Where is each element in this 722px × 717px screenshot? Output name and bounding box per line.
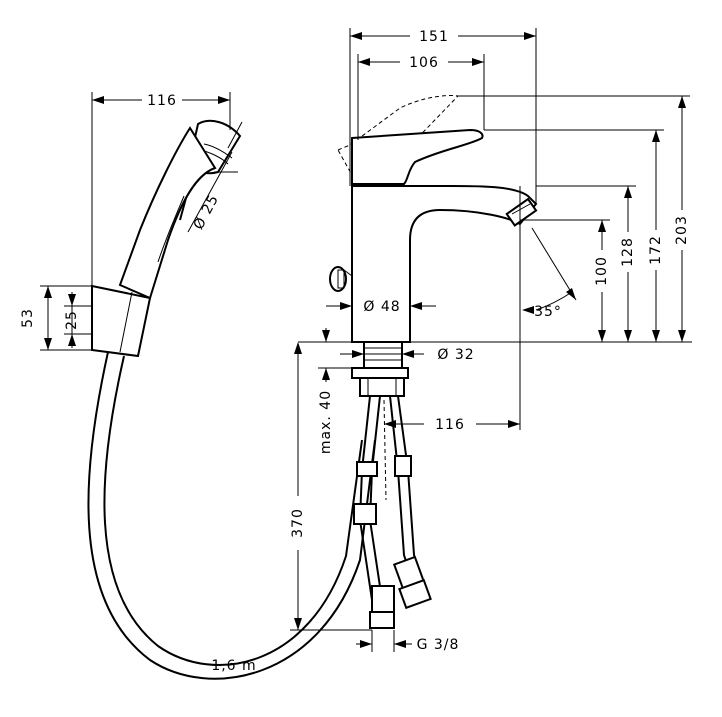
- dim-handshower-hose-length: 1,6 m: [211, 658, 256, 674]
- dim-lever-width: 106: [409, 55, 439, 71]
- dim-holder-height: 53: [20, 308, 36, 328]
- supply-hoses: [353, 395, 432, 629]
- dim-shank-diameter: Ø 32: [437, 347, 474, 363]
- dim-height-outlet: 100: [594, 256, 610, 286]
- dim-height-total: 203: [674, 215, 690, 245]
- dim-hose-length: 370: [290, 508, 306, 538]
- dim-max-thickness: max. 40: [318, 390, 334, 454]
- dimension-lines: [40, 28, 692, 652]
- dim-handshower-diameter: Ø 25: [191, 192, 223, 232]
- hand-shower: [118, 119, 242, 300]
- dim-spout-projection: 116: [435, 417, 465, 433]
- dim-connection-thread: G 3/8: [417, 637, 460, 653]
- hand-shower-hose: [87, 351, 376, 680]
- mixer-body: [329, 95, 538, 343]
- dim-spout-overall-width: 151: [419, 29, 449, 45]
- dim-holder-inner: 25: [64, 310, 80, 330]
- dimension-labels: 116 Ø 25 53 25 151 106 203 172 128 100 3…: [20, 29, 690, 674]
- dim-body-diameter: Ø 48: [363, 299, 400, 315]
- mixer-shank: [351, 341, 409, 397]
- dim-handshower-width: 116: [147, 93, 177, 109]
- dim-height-spout: 128: [620, 237, 636, 267]
- dim-height-lever: 172: [648, 235, 664, 265]
- hand-shower-holder: [91, 284, 152, 358]
- dim-spray-angle: 35°: [534, 304, 562, 320]
